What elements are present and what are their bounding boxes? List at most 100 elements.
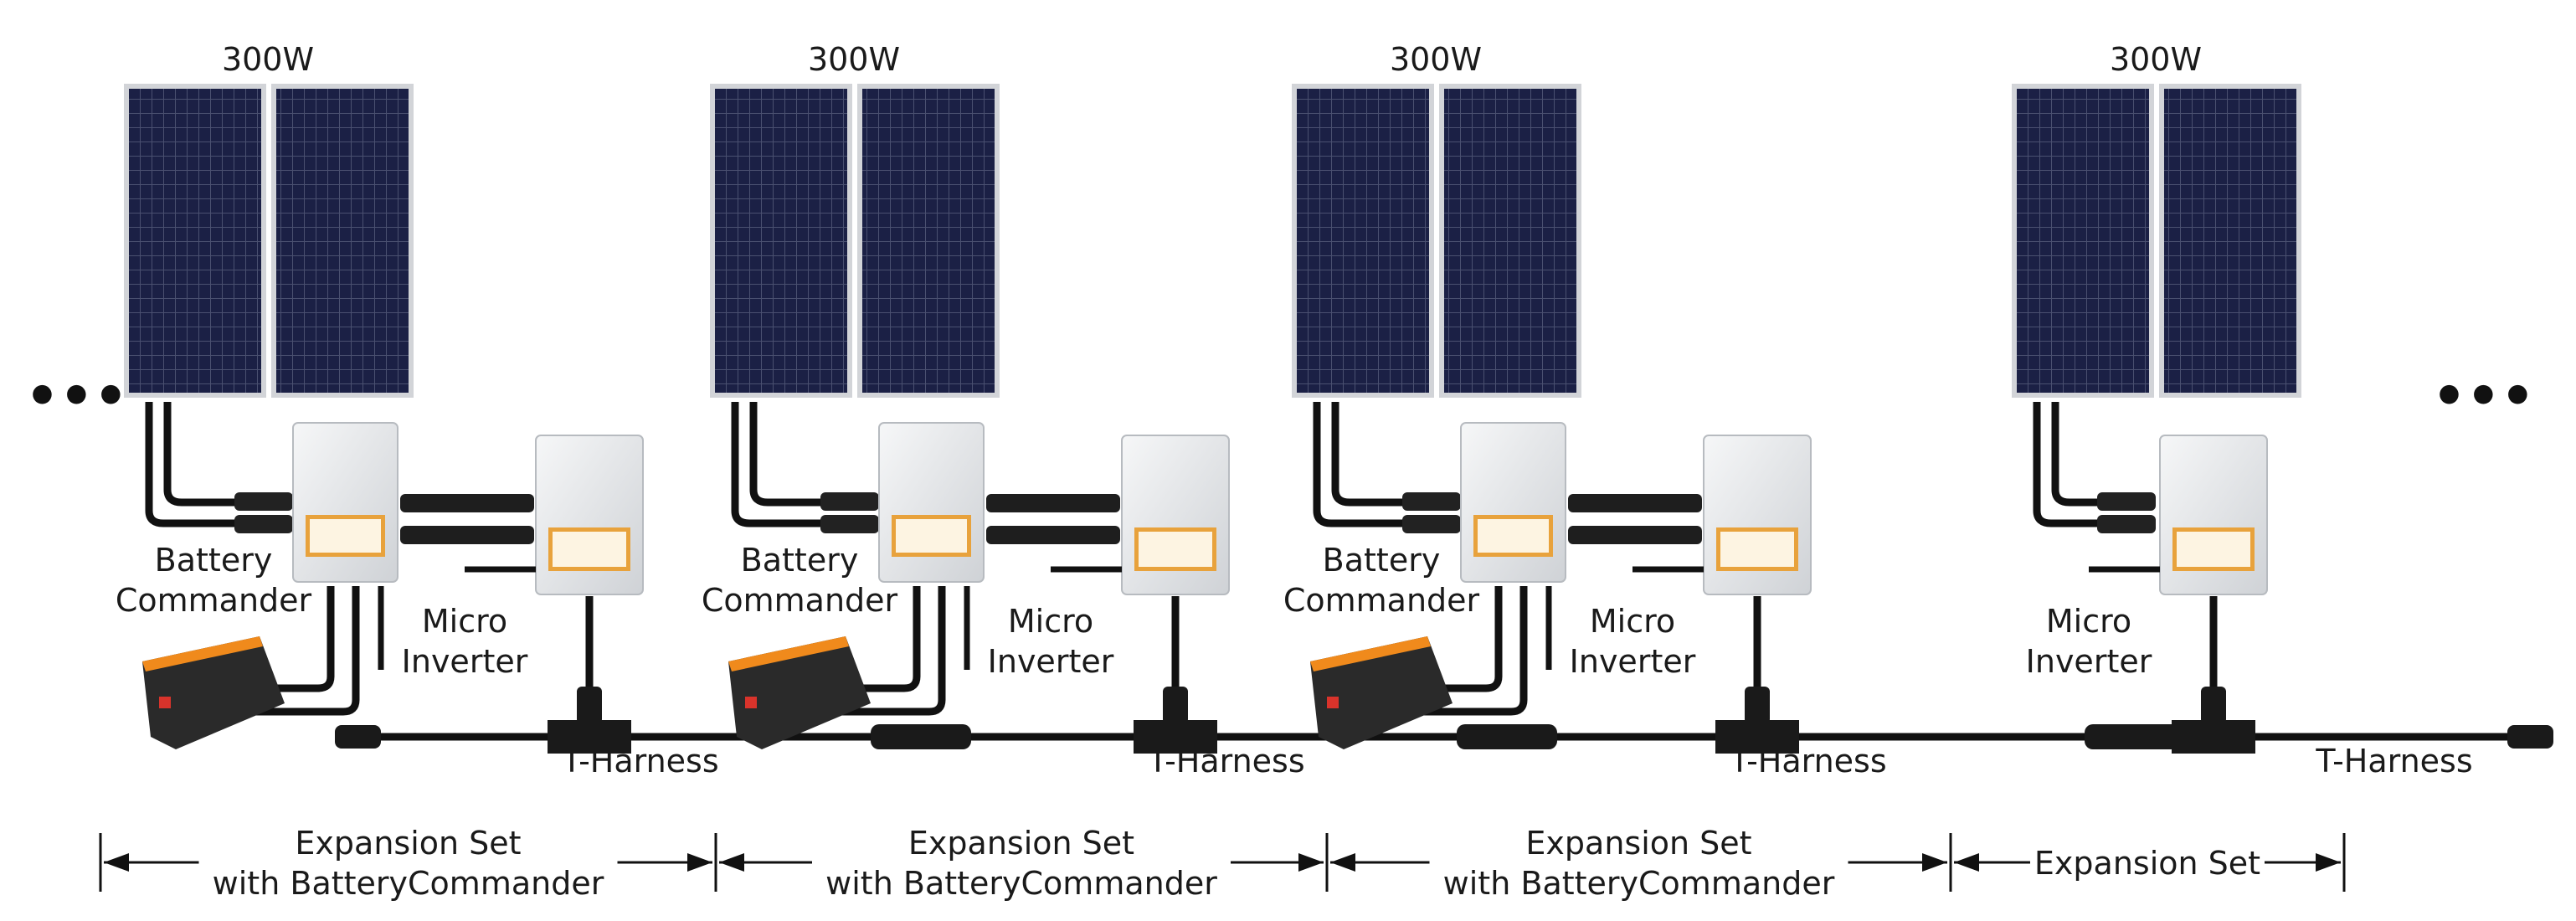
dc-link-cable	[986, 526, 1120, 544]
trunk-end-connector	[335, 725, 381, 749]
t-harness-junction	[2201, 687, 2226, 724]
mc4-connector	[820, 515, 879, 533]
battery-stripe	[142, 636, 263, 671]
battery-lead	[1419, 586, 1503, 692]
expansion-set-label-line1: Expansion Set	[295, 825, 521, 862]
t-harness-junction	[1715, 720, 1799, 754]
inline-connector	[2085, 724, 2185, 749]
battery-lead	[251, 586, 335, 692]
battery-lead	[837, 586, 946, 716]
solar-cells	[1444, 89, 1576, 393]
solar-cells	[1297, 89, 1429, 393]
micro-inverter-label-line2: Inverter	[2026, 643, 2152, 680]
device-label-sticker	[2177, 532, 2250, 567]
solar-cells	[129, 89, 261, 393]
panel-dc-lead	[163, 402, 243, 507]
battery-commander-label-line2: Commander	[702, 582, 898, 619]
t-harness-junction	[1163, 687, 1188, 724]
micro-inverter-label-line1: Micro	[1008, 603, 1093, 640]
expansion-set-label-line2: with BatteryCommander	[213, 865, 604, 902]
device-label-sticker	[1139, 532, 1212, 567]
dc-link-cable	[1568, 526, 1702, 544]
arrow-head-right	[687, 853, 712, 872]
panel-wattage-label: 300W	[1390, 41, 1482, 78]
expansion-set-3: 300W BatteryCommanderMicroInverterT-Harne…	[1283, 41, 1887, 780]
arrow-head-left	[1330, 853, 1355, 872]
battery-stripe	[728, 636, 849, 671]
panel-dc-lead	[1331, 402, 1411, 507]
battery-terminal	[745, 697, 757, 708]
t-harness-junction	[2172, 720, 2255, 754]
ellipsis-left: •••	[25, 366, 128, 428]
battery-commander-device	[1460, 422, 1566, 583]
battery-lead	[251, 586, 360, 716]
battery-terminal	[1327, 697, 1339, 708]
battery-lead	[837, 586, 921, 692]
panel-dc-lead	[731, 402, 829, 527]
t-harness-junction	[1134, 720, 1217, 754]
trunk-end-connector	[2507, 725, 2553, 749]
battery-lead	[1419, 586, 1528, 716]
micro-inverter-label-line2: Inverter	[988, 643, 1114, 680]
mc4-connector	[2097, 492, 2156, 511]
expansion-set-label-line2: with BatteryCommander	[1443, 865, 1835, 902]
micro-inverter-label-line2: Inverter	[1570, 643, 1696, 680]
panel-dc-lead	[145, 402, 243, 527]
panel-dc-lead	[1313, 402, 1411, 527]
panel-dc-lead	[749, 402, 829, 507]
ellipsis-right: •••	[2432, 366, 2535, 428]
arrow-head-left	[104, 853, 129, 872]
arrow-head-right	[1922, 853, 1947, 872]
panel-wattage-label: 300W	[808, 41, 900, 78]
mc4-connector	[234, 492, 293, 511]
arrow-head-left	[719, 853, 744, 872]
arrow-head-right	[2316, 853, 2341, 872]
expansion-set-label-line1: Expansion Set	[1525, 825, 1751, 862]
micro-inverter-label-line1: Micro	[2046, 603, 2131, 640]
solar-cells	[715, 89, 847, 393]
micro-inverter-label-line1: Micro	[422, 603, 507, 640]
panel-dc-lead	[2051, 402, 2131, 507]
solar-cells	[862, 89, 995, 393]
mc4-connector	[234, 515, 293, 533]
panel-dc-lead	[2033, 402, 2131, 527]
t-harness-label: T-Harness	[1729, 743, 1886, 780]
t-harness-label: T-Harness	[561, 743, 718, 780]
solar-cells	[2017, 89, 2149, 393]
t-harness-junction	[1745, 687, 1770, 724]
panel-wattage-label: 300W	[2110, 41, 2202, 78]
mc4-connector	[1402, 515, 1461, 533]
t-harness-junction	[548, 720, 631, 754]
battery-terminal	[159, 697, 171, 708]
expansion-set-label: Expansion Set	[2034, 845, 2260, 882]
inline-connector	[871, 724, 971, 749]
battery-commander-device	[878, 422, 985, 583]
expansion-set-label-line1: Expansion Set	[908, 825, 1134, 862]
t-harness-label: T-Harness	[2315, 743, 2472, 780]
inline-connector	[1457, 724, 1557, 749]
micro-inverter-label-line1: Micro	[1590, 603, 1675, 640]
expansion-set-2: 300WBatteryCommanderMicroInverterT-Harne…	[702, 41, 1305, 780]
battery-commander-label-line1: Battery	[1323, 542, 1441, 579]
mc4-connector	[2097, 515, 2156, 533]
battery-commander-label-line1: Battery	[155, 542, 273, 579]
dc-link-cable	[400, 494, 534, 512]
solar-cells	[276, 89, 409, 393]
battery-commander-label-line2: Commander	[116, 582, 312, 619]
device-label-sticker	[1720, 532, 1794, 567]
device-label-sticker	[310, 519, 381, 553]
solar-cells	[2164, 89, 2296, 393]
device-label-sticker	[896, 519, 967, 553]
battery-commander-label-line2: Commander	[1283, 582, 1480, 619]
battery-stripe	[1310, 636, 1431, 671]
expansion-sets: 300WBatteryCommanderMicroInverterT-Harne…	[99, 41, 2473, 902]
t-harness-junction	[577, 687, 602, 724]
panel-wattage-label: 300W	[222, 41, 314, 78]
expansion-set-label-line2: with BatteryCommander	[825, 865, 1217, 902]
arrow-head-left	[1954, 853, 1979, 872]
device-label-sticker	[553, 532, 626, 567]
arrow-head-right	[1298, 853, 1324, 872]
